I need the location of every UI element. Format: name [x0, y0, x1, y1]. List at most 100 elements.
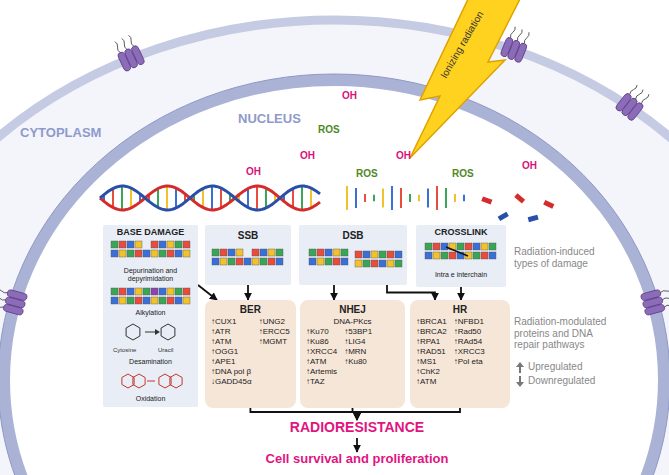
dna-base	[489, 243, 496, 250]
species-label: ROS	[318, 124, 340, 136]
species-label: OH	[396, 150, 411, 162]
dna-base	[260, 249, 267, 256]
dna-base	[167, 241, 174, 248]
box-text: ↑Pol eta	[454, 358, 483, 367]
box-text: ↑RPA1	[416, 338, 440, 347]
base-pair	[166, 186, 168, 210]
base-pair	[427, 189, 429, 208]
box-text: ↑ATR	[211, 328, 230, 337]
dna-base	[135, 241, 142, 248]
box-text: ↑NFBD1	[454, 318, 484, 327]
dna-base	[309, 258, 316, 265]
dna-fragment	[528, 215, 539, 222]
dna-base	[489, 252, 496, 259]
box-text: ↓GADD45α	[211, 378, 252, 387]
dna-base	[111, 241, 118, 248]
box-heading: BASE DAMAGE	[105, 228, 196, 238]
dna-base	[317, 258, 324, 265]
chem-ring	[159, 374, 171, 388]
box-text: ↑XRCC4	[306, 348, 337, 357]
lightning-bolt	[410, 0, 522, 158]
region-label: CYTOPLASM	[20, 126, 101, 141]
box-text: DNA-PKcs	[333, 318, 371, 327]
legend-text: Downregulated	[528, 375, 595, 387]
dna-base	[175, 297, 182, 304]
base-pair	[346, 186, 348, 210]
connector-arrow	[356, 438, 358, 452]
dna-base	[325, 249, 332, 256]
species-label: OH	[246, 166, 261, 178]
box-heading: BER	[240, 304, 261, 315]
dna-base	[268, 249, 275, 256]
base-pair	[121, 186, 123, 210]
box-text: ↑XRCC3	[454, 348, 485, 357]
base-pair	[400, 188, 402, 208]
dna-base	[441, 243, 448, 250]
dna-base	[387, 251, 394, 258]
connector-arrow	[333, 285, 335, 300]
protein-subunit	[7, 289, 28, 301]
base-pair	[265, 188, 267, 208]
species-label: OH	[342, 90, 357, 102]
base-pair	[454, 194, 456, 202]
dna-base	[276, 258, 283, 265]
dna-base	[220, 258, 227, 265]
dna-base	[220, 249, 227, 256]
annotation-label: Cytosine	[113, 347, 136, 354]
dna-base	[355, 251, 362, 258]
connector-arrow	[198, 285, 217, 300]
base-pair	[391, 186, 393, 210]
legend-arrow-swatch	[516, 376, 524, 387]
box-text: ↑OGG1	[211, 348, 238, 357]
connector-arrow	[387, 285, 435, 300]
glycan-chain	[524, 32, 530, 44]
box-text: ↑MRN	[344, 348, 366, 357]
species-label: OH	[300, 150, 315, 162]
dna-fragments	[481, 193, 554, 222]
nuclear-envelope	[4, 80, 664, 475]
glycan-chain	[664, 303, 669, 308]
chem-ring	[161, 324, 175, 340]
protein-subunit	[644, 304, 665, 316]
dna-base	[151, 250, 158, 257]
legend-arrow	[516, 362, 524, 373]
base-pair	[418, 195, 420, 202]
membrane-protein	[640, 286, 669, 316]
base-pair	[256, 186, 258, 210]
box-text: ↑MGMT	[259, 338, 287, 347]
radiation-label: Ionizing radiation	[432, 0, 492, 91]
damage-type-box: CROSSLINKIntra e interchain	[416, 225, 506, 287]
base-pair	[355, 188, 357, 208]
dna-base	[143, 297, 150, 304]
base-pair	[310, 188, 312, 208]
dna-base	[119, 297, 126, 304]
connector-arrow	[357, 408, 460, 420]
dna-base	[127, 297, 134, 304]
dna-base	[473, 252, 480, 259]
dna-base	[175, 288, 182, 295]
box-text: ↑TAZ	[306, 378, 325, 387]
dna-base	[135, 288, 142, 295]
base-pair	[301, 186, 303, 210]
box-text: ↑MS1	[416, 358, 436, 367]
glycan-chain	[517, 29, 523, 41]
damage-type-box: DSB	[299, 225, 407, 285]
glycan-chain	[662, 296, 669, 301]
dna-base	[143, 288, 150, 295]
nuclear-envelope-edge	[0, 74, 669, 475]
base-pair	[157, 189, 159, 208]
dna-base	[425, 252, 432, 259]
dna-base	[317, 249, 324, 256]
dna-base	[473, 243, 480, 250]
dna-base	[212, 258, 219, 265]
dna-base	[371, 260, 378, 267]
legend-text: Upregulated	[528, 361, 582, 373]
base-pair	[202, 189, 204, 208]
dna-strand	[100, 186, 320, 210]
dna-strand	[100, 186, 320, 210]
glycan-chain	[641, 94, 650, 105]
dna-base	[244, 258, 251, 265]
dna-base	[252, 258, 259, 265]
box-text: Alkylation	[105, 309, 196, 317]
